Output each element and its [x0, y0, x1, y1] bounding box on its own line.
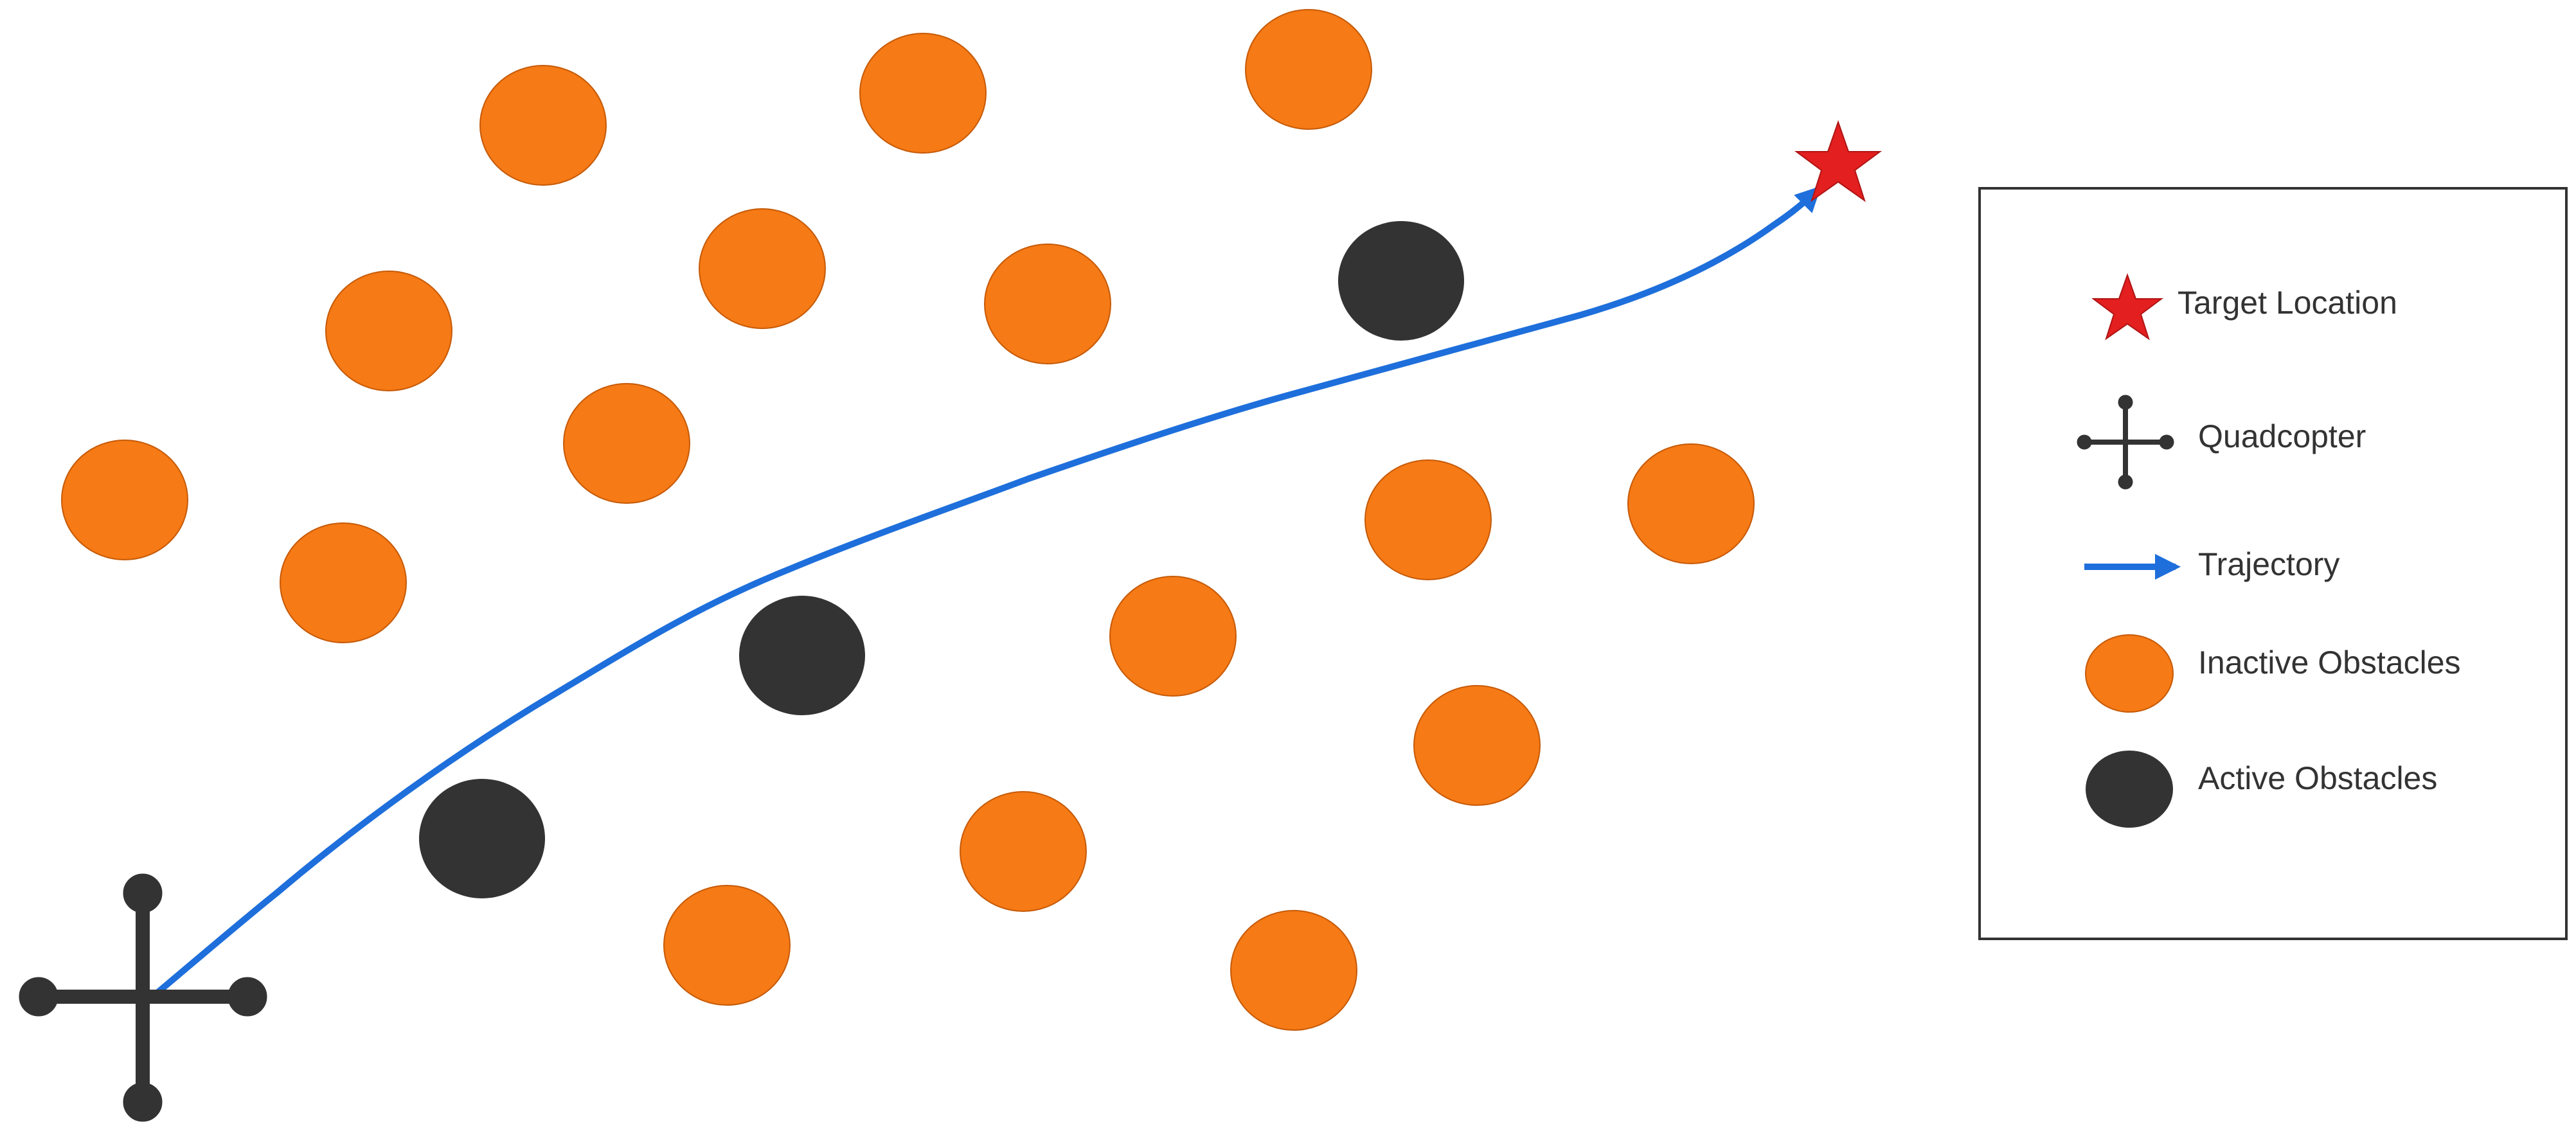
- legend-star-icon: [2091, 272, 2163, 341]
- inactive-obstacle: [1627, 443, 1755, 564]
- active-obstacle: [1338, 221, 1464, 341]
- inactive-obstacle: [699, 208, 826, 329]
- legend-box: [1978, 187, 2568, 940]
- inactive-obstacle: [325, 271, 452, 391]
- legend-quadcopter-label: Quadcopter: [2198, 418, 2366, 454]
- inactive-obstacle: [859, 33, 987, 154]
- trajectory-path: [148, 186, 1821, 1001]
- active-obstacle: [419, 779, 545, 898]
- inactive-obstacle: [563, 383, 690, 504]
- inactive-obstacle: [479, 65, 607, 186]
- legend-inactive-obstacle-icon: [2085, 634, 2174, 713]
- target-star-icon: [1794, 120, 1883, 202]
- active-obstacles: [419, 221, 1464, 898]
- quadcopter-icon: [19, 873, 267, 1122]
- inactive-obstacle: [1413, 685, 1541, 806]
- inactive-obstacles: [61, 9, 1755, 1031]
- legend: Target Location Quadcopter Trajectory In…: [1978, 187, 2568, 940]
- legend-active-obstacle-icon: [2086, 751, 2173, 828]
- rotor: [123, 873, 163, 913]
- legend-quadcopter-icon: [2077, 395, 2174, 490]
- inactive-obstacle: [984, 244, 1111, 364]
- inactive-obstacle: [1364, 459, 1492, 580]
- inactive-obstacle: [280, 522, 407, 643]
- rotor: [19, 977, 58, 1017]
- rotor: [228, 977, 267, 1017]
- active-obstacle: [739, 596, 865, 715]
- legend-active-label: Active Obstacles: [2198, 760, 2437, 796]
- legend-trajectory-label: Trajectory: [2198, 546, 2339, 582]
- legend-target-label: Target Location: [2178, 285, 2397, 321]
- inactive-obstacle: [1109, 576, 1237, 697]
- inactive-obstacle: [1245, 9, 1372, 130]
- inactive-obstacle: [663, 885, 791, 1006]
- legend-inactive-label: Inactive Obstacles: [2198, 645, 2461, 681]
- inactive-obstacle: [1230, 910, 1357, 1031]
- inactive-obstacle: [61, 440, 188, 560]
- inactive-obstacle: [960, 791, 1087, 912]
- rotor: [123, 1082, 163, 1122]
